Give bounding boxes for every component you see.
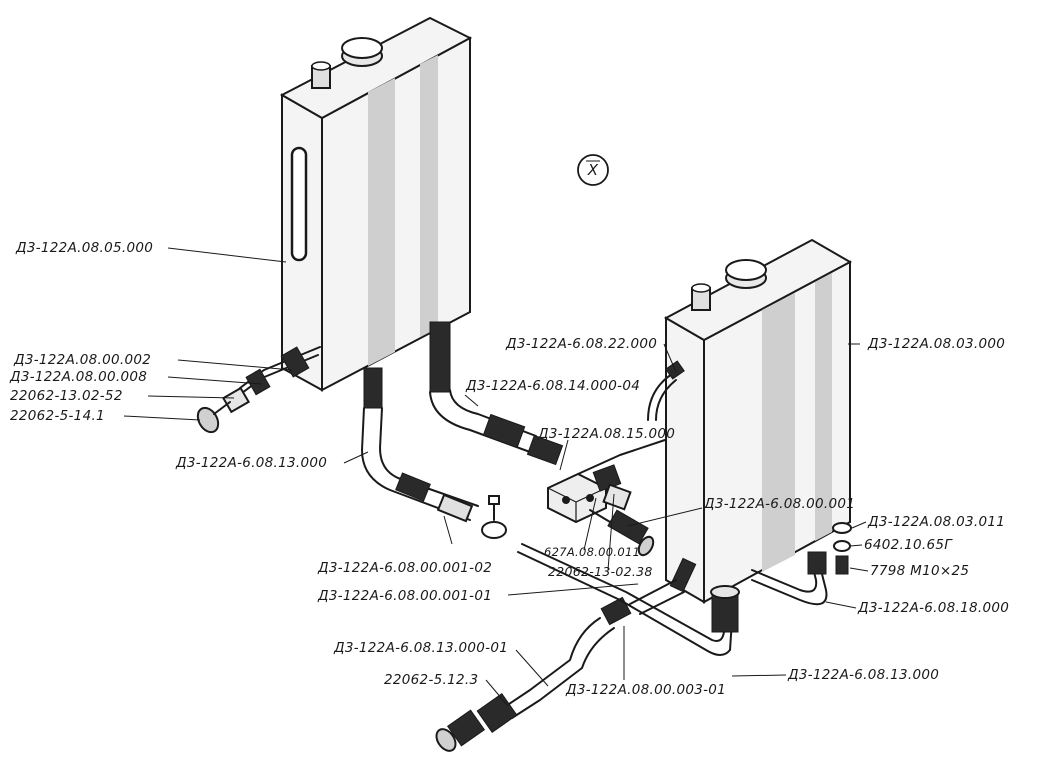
sight-glass-left (290, 146, 308, 262)
label-22062-13-02-52: 22062-13.02-52 (10, 388, 123, 404)
label-6-08-00-001-01: Д3-122А-6.08.00.001-01 (317, 588, 492, 604)
label-22062-5-12-3: 22062-5.12.3 (384, 672, 478, 688)
label-tank-right: Д3-122А.08.03.000 (867, 336, 1005, 352)
label-22062-5-14-1: 22062-5-14.1 (10, 408, 105, 424)
label-08-00-003-01: Д3-122А.08.00.003-01 (565, 682, 726, 698)
label-22062-13-02-38: 22062-13-02.38 (548, 564, 653, 579)
label-08-03-011: Д3-122А.08.03.011 (867, 514, 1005, 530)
label-6-08-18-000: Д3-122А-6.08.18.000 (857, 600, 1009, 616)
leader-lines (123, 247, 869, 707)
right-tank (663, 238, 853, 604)
label-7798: 7798 М10×25 (870, 563, 969, 579)
fitting-left-drain (280, 346, 310, 378)
left-tank (279, 16, 473, 392)
label-08-00-002: Д3-122А.08.00.002 (13, 352, 151, 368)
label-6-08-13-000-b: Д3-122А-6.08.13.000 (787, 667, 939, 683)
label-6-08-14-000-04: Д3-122А-6.08.14.000-04 (465, 378, 640, 394)
label-6-08-00-001-02: Д3-122А-6.08.00.001-02 (317, 560, 492, 576)
label-6-08-22-000: Д3-122А-6.08.22.000 (505, 336, 657, 352)
view-marker: X (577, 154, 609, 186)
pipework (196, 321, 852, 752)
label-08-00-008: Д3-122А.08.00.008 (9, 369, 147, 385)
label-tank-left: Д3-122А.08.05.000 (15, 240, 153, 256)
part-labels: Д3-122А.08.05.000 Д3-122А.08.03.000 Д3-1… (9, 240, 1009, 698)
label-6-08-13-000-01: Д3-122А-6.08.13.000-01 (333, 640, 508, 656)
label-6-08-13-000-a: Д3-122А-6.08.13.000 (175, 455, 327, 471)
label-6-08-00-001: Д3-122А-6.08.00.001 (703, 496, 855, 512)
view-marker-text: X (587, 161, 599, 179)
label-08-15-000: Д3-122А.08.15.000 (537, 426, 675, 442)
label-627a: 627А.08.00.011 (544, 545, 640, 559)
label-6402: 6402.10.65Г (864, 537, 953, 553)
